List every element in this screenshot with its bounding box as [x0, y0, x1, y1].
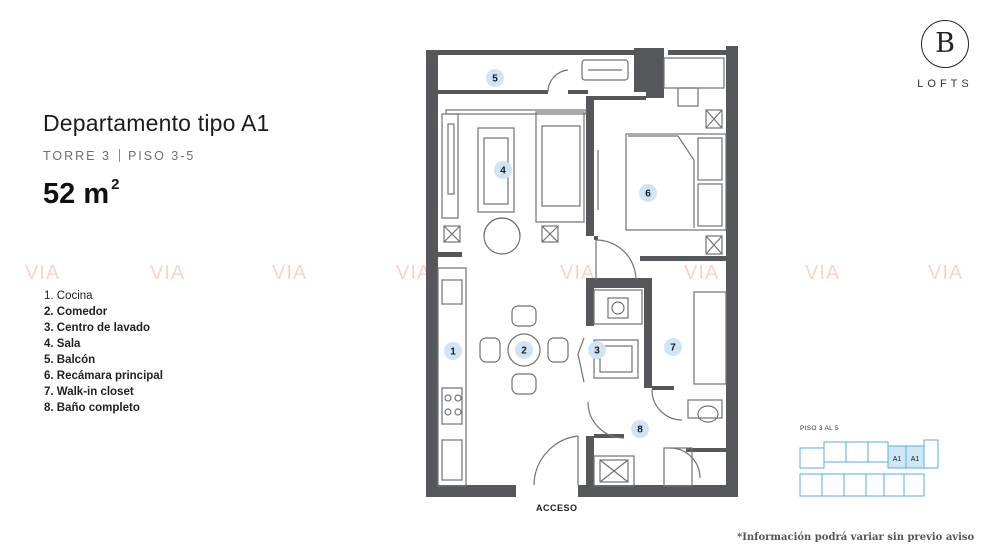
brand-logo: B LOFTS	[905, 20, 985, 95]
unit-title: Departamento tipo A1	[43, 110, 270, 136]
room-marker-5: 5	[492, 74, 498, 85]
legend-item-centro-lavado: 3. Centro de lavado	[44, 322, 151, 334]
watermark: VIA	[272, 262, 308, 284]
entrance-label: ACCESO	[536, 503, 578, 513]
legend-item-comedor: 2. Comedor	[44, 306, 108, 318]
disclaimer-note: *Información podrá variar sin previo avi…	[737, 532, 975, 543]
watermark: VIA	[396, 262, 432, 284]
keyplan-highlight-a1: A1	[893, 456, 902, 463]
watermark: VIA	[25, 262, 61, 284]
area-value: 52 m	[43, 178, 110, 210]
watermark: VIA	[150, 262, 186, 284]
logo-wordmark: LOFTS	[917, 78, 973, 90]
watermark: VIA	[928, 262, 964, 284]
legend-item-sala: 4. Sala	[44, 338, 81, 350]
area-exponent: 2	[111, 176, 120, 193]
keyplan-units	[799, 439, 939, 497]
legend-item-recamara: 6. Recámara principal	[44, 370, 163, 382]
keyplan-highlight-a1: A1	[911, 456, 920, 463]
watermark: VIA	[560, 262, 596, 284]
watermark: VIA	[684, 262, 720, 284]
floor-plan: 5 4 6 1 2 3 7 8	[426, 46, 738, 497]
room-marker-7: 7	[670, 343, 676, 354]
legend-item-bano: 8. Baño completo	[44, 402, 140, 414]
room-markers: 5 4 6 1 2 3 7 8	[444, 69, 682, 438]
plan-fixtures	[437, 57, 727, 487]
watermark: VIA	[805, 262, 841, 284]
keyplan-minimap: A1 A1	[799, 439, 939, 497]
room-marker-2: 2	[521, 346, 527, 357]
room-marker-4: 4	[500, 166, 506, 177]
plan-walls	[426, 46, 738, 497]
room-marker-1: 1	[450, 347, 456, 358]
room-marker-3: 3	[594, 346, 600, 357]
keyplan-label: PISO 3 AL 5	[800, 425, 839, 432]
floors-label: PISO 3-5	[127, 149, 196, 163]
legend-item-walk-in: 7. Walk-in closet	[44, 386, 134, 398]
room-marker-6: 6	[645, 189, 651, 200]
legend-item-balcon: 5. Balcón	[44, 354, 96, 366]
unit-subtitle: TORRE 3 PISO 3-5	[43, 149, 195, 163]
subtitle-divider	[118, 149, 120, 162]
legend-item-cocina: 1. Cocina	[44, 290, 93, 302]
tower-label: TORRE 3	[43, 149, 111, 163]
room-marker-8: 8	[637, 425, 643, 436]
logo-monogram: B	[921, 20, 969, 68]
room-legend: 1. Cocina 2. Comedor 3. Centro de lavado…	[44, 288, 163, 416]
